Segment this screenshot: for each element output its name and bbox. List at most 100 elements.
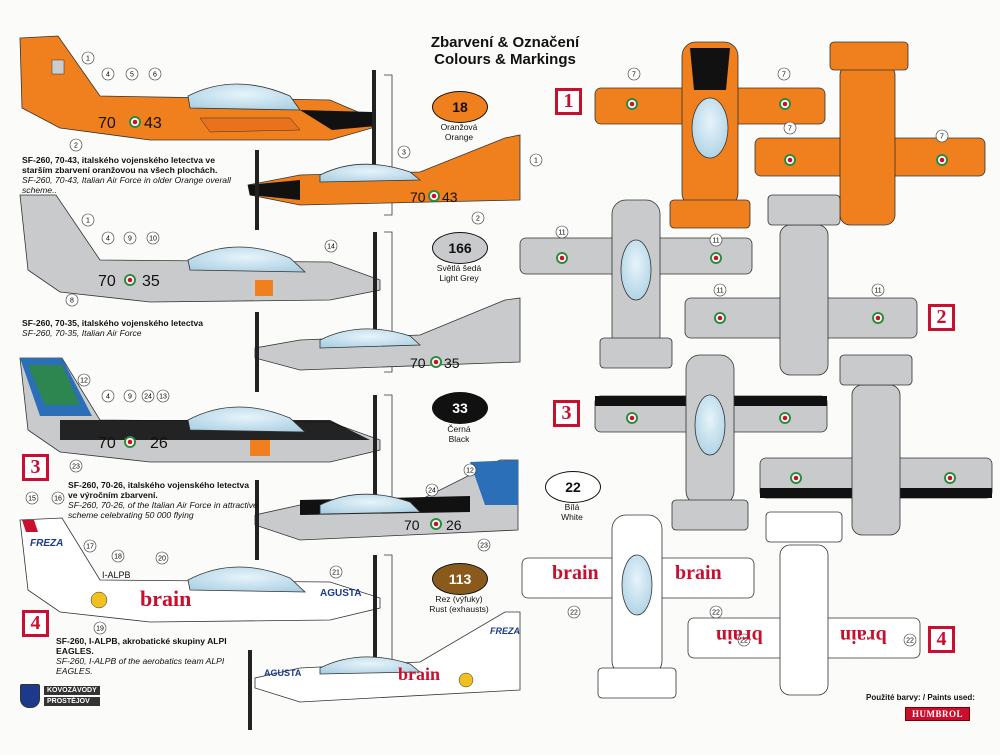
svg-text:70: 70 (98, 115, 116, 132)
svg-text:70: 70 (404, 517, 420, 533)
svg-text:35: 35 (444, 355, 460, 371)
svg-text:22: 22 (570, 610, 578, 617)
svg-text:21: 21 (332, 570, 340, 577)
svg-text:35: 35 (142, 273, 160, 290)
svg-text:22: 22 (740, 638, 748, 645)
scheme-badge-1: 1 (555, 88, 582, 115)
svg-text:11: 11 (874, 288, 881, 295)
svg-text:43: 43 (144, 115, 162, 132)
paint-label-rust: Rez (výfuky)Rust (exhausts) (429, 594, 489, 614)
side-view-3-right: 70 26 (254, 459, 519, 560)
top-view-4-lower (687, 511, 921, 696)
top-view-3-upper (594, 354, 828, 531)
svg-text:11: 11 (558, 230, 565, 237)
top-view-3-lower (759, 354, 993, 536)
svg-text:2: 2 (476, 216, 480, 223)
svg-text:4: 4 (106, 394, 110, 401)
svg-text:43: 43 (442, 189, 458, 205)
svg-text:24: 24 (144, 394, 152, 401)
svg-text:23: 23 (480, 543, 488, 550)
side-view-2-left: 70 35 (19, 194, 381, 338)
registration-side-left: I-ALPB (102, 570, 131, 580)
brain-lettering-bottom-right-wing: brain (840, 625, 887, 647)
top-view-1-upper (594, 41, 826, 229)
svg-text:1: 1 (86, 56, 90, 63)
logo-line-bottom: PROSTĚJOV (44, 697, 100, 706)
side-view-4-right (248, 611, 521, 730)
humbrol-logo: HUMBROL (905, 707, 971, 721)
svg-text:5: 5 (130, 72, 134, 79)
svg-text:14: 14 (327, 244, 335, 251)
svg-text:9: 9 (128, 394, 132, 401)
logo-line-top: KOVOZÁVODY (44, 686, 100, 695)
svg-text:10: 10 (149, 236, 157, 243)
brain-lettering-top-right-wing: brain (675, 562, 722, 584)
brain-lettering-bottom-left-wing: brain (716, 625, 763, 647)
svg-text:4: 4 (106, 236, 110, 243)
svg-text:1: 1 (86, 218, 90, 225)
brain-lettering-top-left-wing: brain (552, 562, 599, 584)
svg-text:15: 15 (28, 496, 36, 503)
top-view-4-upper (521, 514, 755, 699)
manufacturer-logo: KOVOZÁVODY PROSTĚJOV (20, 684, 100, 708)
svg-text:9: 9 (128, 236, 132, 243)
scheme-badge-3-left: 3 (22, 454, 49, 481)
callout-markers: 1 4 5 6 2 3 1 2 7 7 7 7 1 4 9 10 14 8 11… (25, 51, 949, 647)
svg-text:70: 70 (410, 189, 426, 205)
scheme-2-caption: SF-260, 70-35, italského vojenského lete… (22, 318, 204, 338)
scheme-badge-3-right: 3 (553, 400, 580, 427)
title-english: Colours & Markings (434, 51, 576, 68)
title-czech: Zbarvení & Označení (430, 34, 580, 51)
scheme-badge-4-left: 4 (22, 610, 49, 637)
svg-text:7: 7 (788, 126, 792, 133)
svg-text:70: 70 (98, 273, 116, 290)
sponsor-logo-side-right: AGUSTA (264, 668, 302, 678)
svg-text:26: 26 (446, 517, 462, 533)
svg-text:4: 4 (106, 72, 110, 79)
frecce-logo-right: FREZA (490, 626, 520, 636)
svg-text:17: 17 (86, 544, 94, 551)
sponsor-logo-side-left: AGUSTA (320, 588, 362, 599)
svg-text:12: 12 (466, 468, 474, 475)
svg-text:26: 26 (150, 435, 168, 452)
frecce-logo-left: FREZA (30, 538, 64, 549)
side-view-4-left (19, 517, 381, 661)
top-view-1-lower (754, 41, 986, 226)
svg-text:2: 2 (74, 143, 78, 150)
scheme-1-caption: SF-260, 70-43, italského vojenského lete… (22, 155, 231, 195)
svg-text:11: 11 (712, 238, 719, 245)
paint-chip-light-grey: 166 (432, 232, 488, 264)
svg-text:7: 7 (632, 72, 636, 79)
svg-text:3: 3 (402, 150, 406, 157)
shield-logo-icon (20, 684, 40, 708)
svg-text:18: 18 (114, 554, 122, 561)
side-view-1-left: 70 43 (19, 35, 376, 170)
scheme-3-caption: SF-260, 70-26, italského vojenského lete… (68, 480, 258, 520)
side-view-3-left: 70 26 (19, 357, 381, 501)
svg-text:22: 22 (712, 610, 720, 617)
svg-text:13: 13 (159, 394, 167, 401)
side-view-1-right: 70 43 (247, 134, 521, 230)
svg-text:12: 12 (80, 378, 88, 385)
paints-used-label: Použité barvy: / Paints used: (866, 693, 975, 702)
svg-text:19: 19 (96, 626, 104, 633)
svg-text:70: 70 (98, 435, 116, 452)
brain-lettering-side-left: brain (140, 586, 192, 611)
paint-chip-orange: 18 (432, 91, 488, 123)
top-view-2-upper (519, 199, 753, 369)
svg-text:24: 24 (428, 488, 436, 495)
svg-text:23: 23 (72, 464, 80, 471)
side-view-2-right: 70 35 (254, 297, 521, 392)
paint-chip-black: 33 (432, 392, 488, 424)
svg-text:70: 70 (410, 355, 426, 371)
page-title: Zbarvení & Označení Colours & Markings (395, 34, 615, 68)
svg-text:22: 22 (906, 638, 914, 645)
svg-text:16: 16 (54, 496, 62, 503)
top-view-2-lower (684, 194, 918, 376)
svg-text:7: 7 (782, 72, 786, 79)
svg-text:7: 7 (940, 134, 944, 141)
